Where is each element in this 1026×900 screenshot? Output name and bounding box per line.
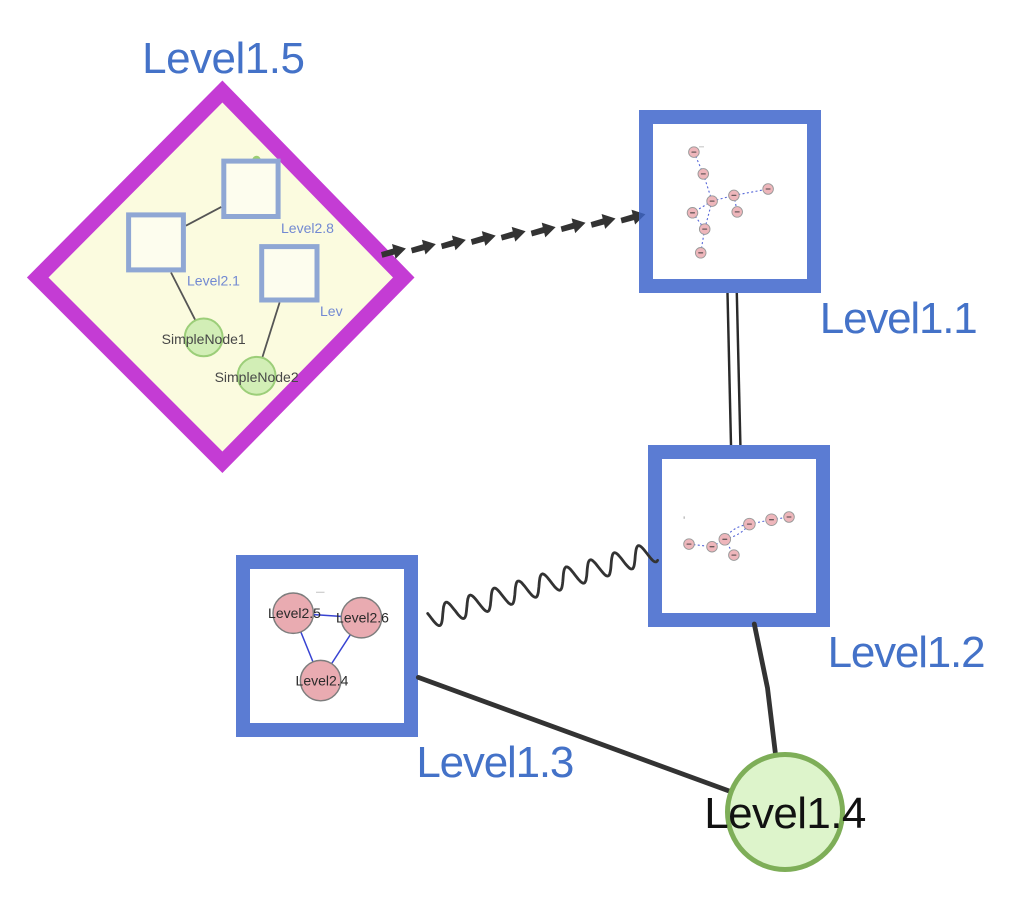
svg-text:Level1.3: Level1.3: [416, 738, 573, 787]
svg-text:Level1.5: Level1.5: [142, 34, 304, 83]
svg-text:Level1.2: Level1.2: [828, 628, 985, 677]
svg-text:Level2.6: Level2.6: [336, 610, 389, 626]
svg-text:SimpleNode2: SimpleNode2: [215, 369, 299, 385]
svg-text:Level2.5: Level2.5: [268, 605, 321, 621]
svg-text:Lev: Lev: [320, 303, 343, 319]
svg-text:Level2.8: Level2.8: [281, 220, 334, 236]
svg-text:Level1.4: Level1.4: [704, 789, 866, 838]
svg-text:SimpleNode1: SimpleNode1: [162, 331, 246, 347]
svg-text:Level2.1: Level2.1: [187, 273, 240, 289]
svg-text:Level1.1: Level1.1: [820, 294, 977, 343]
svg-text:Level2.4: Level2.4: [296, 673, 349, 689]
